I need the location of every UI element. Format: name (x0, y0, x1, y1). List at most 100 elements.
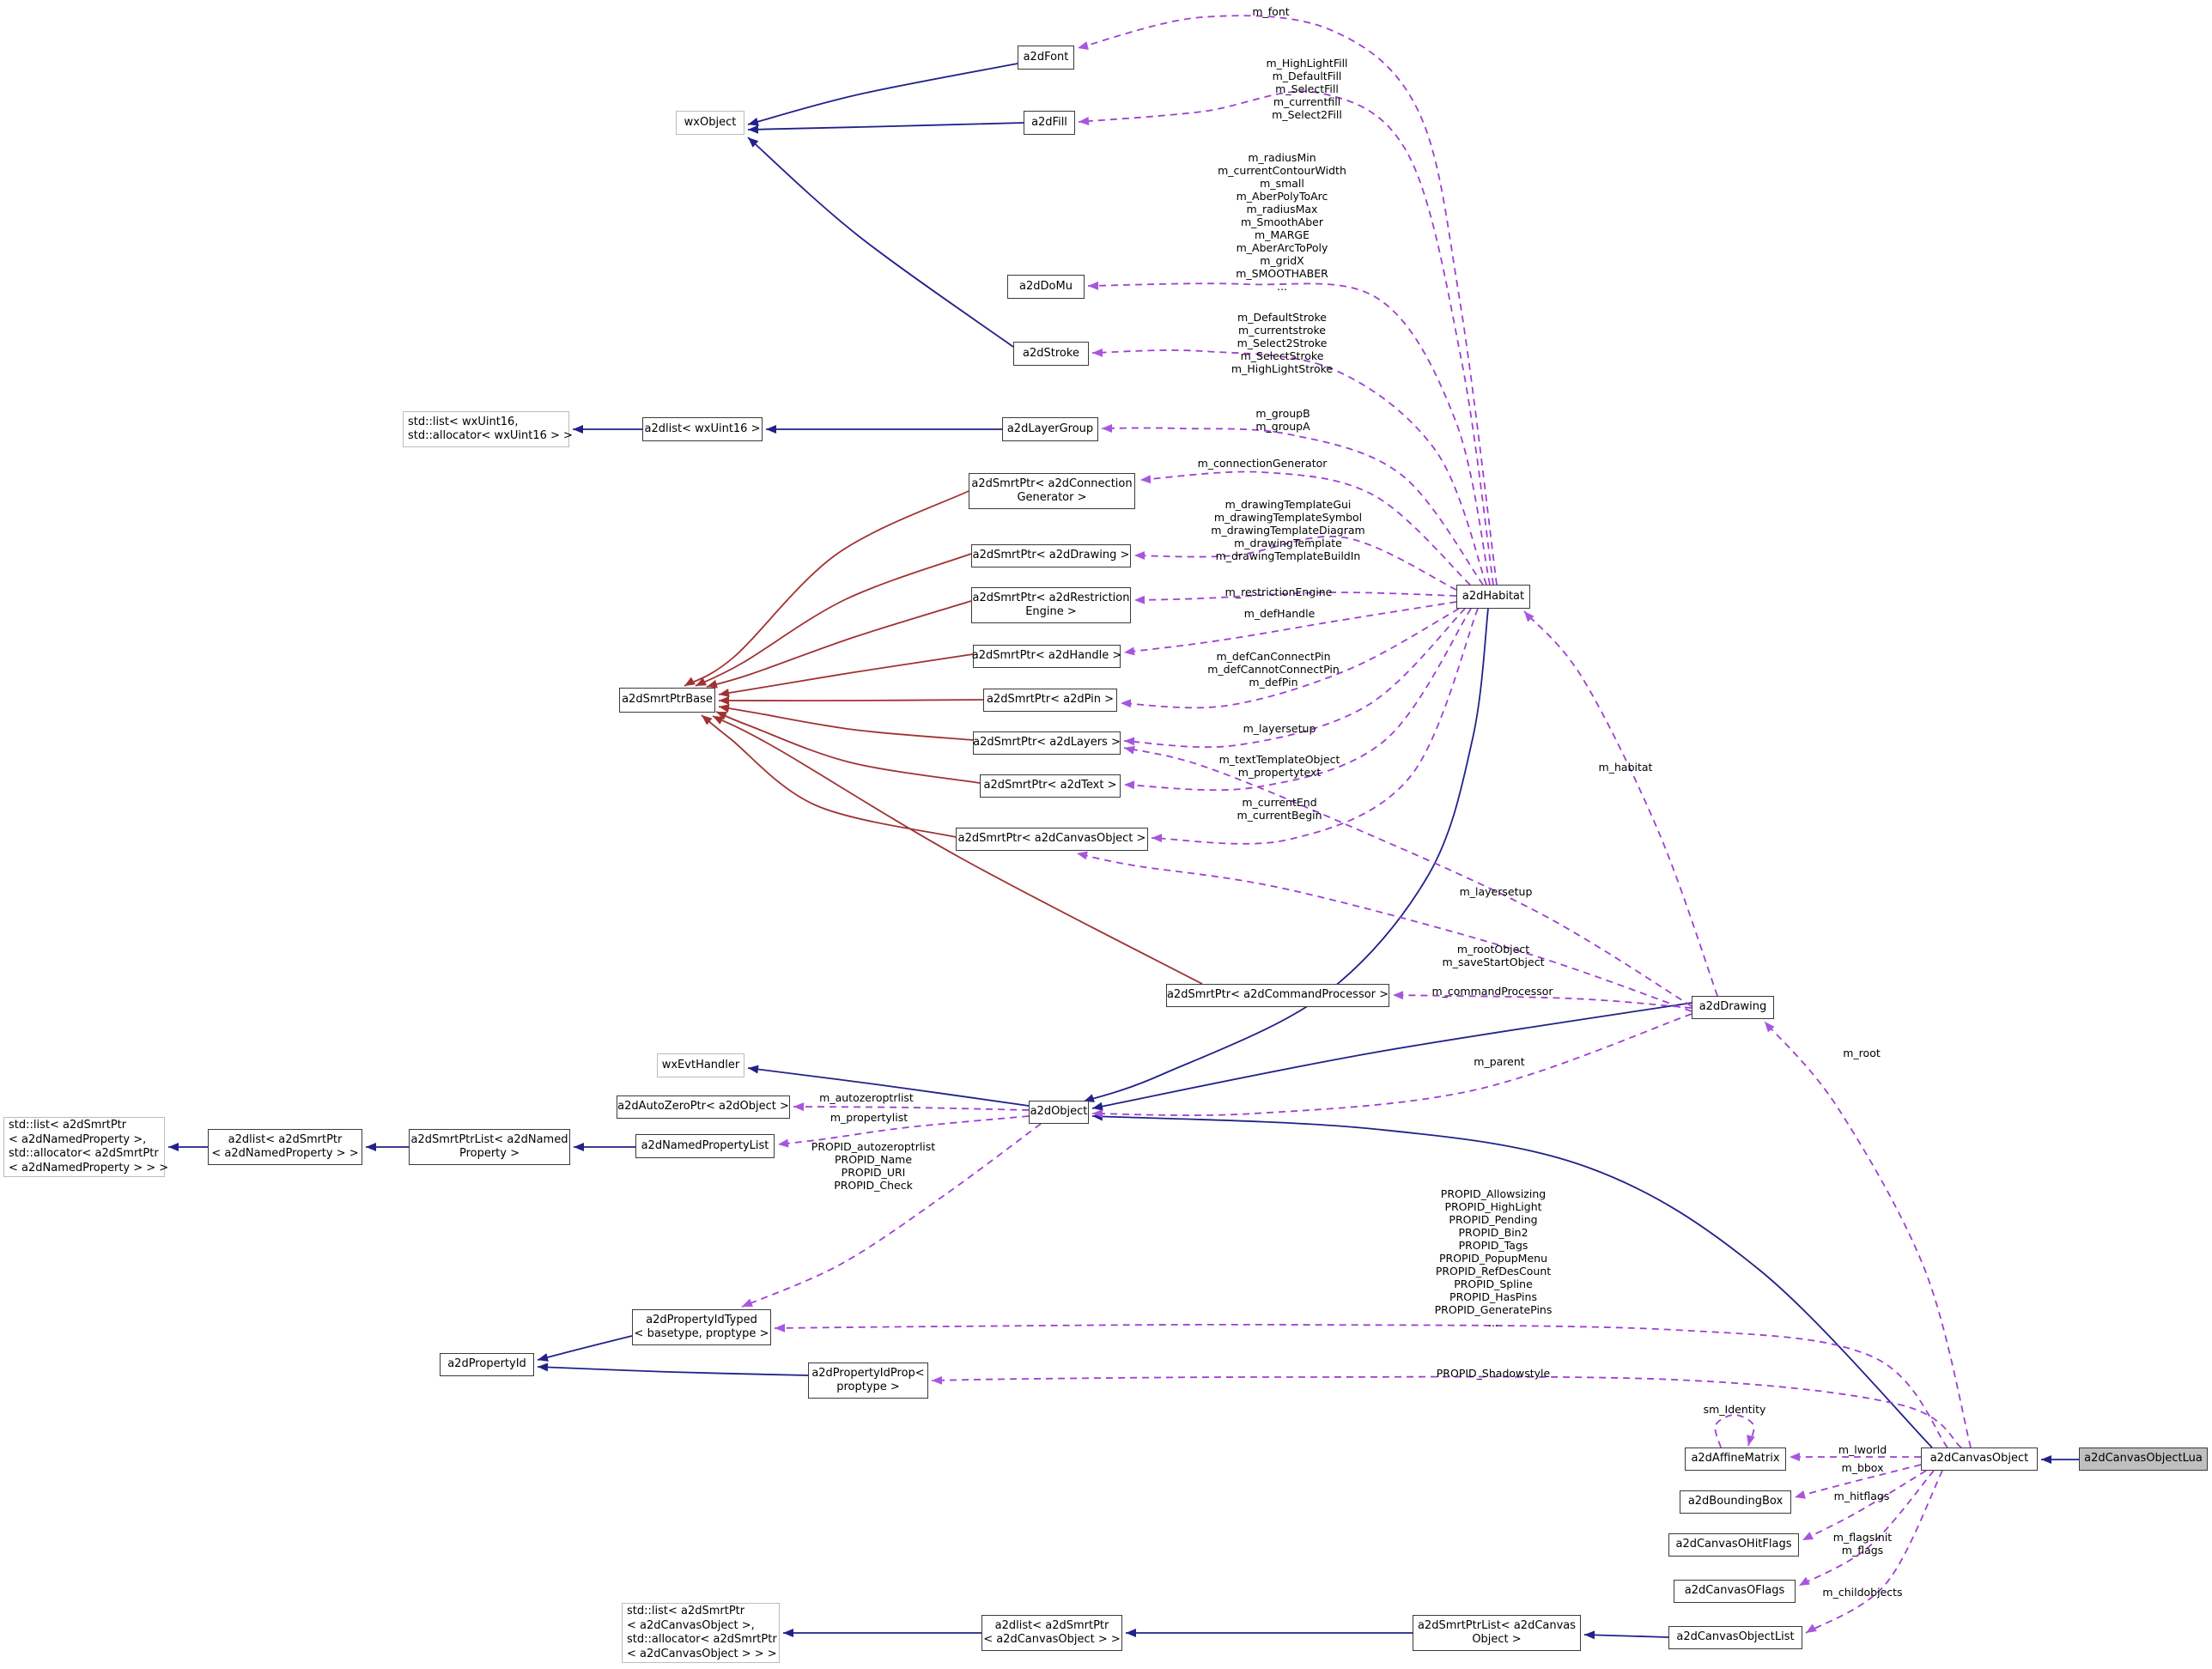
class-node-label: a2dSmrtPtr< a2dConnection (971, 476, 1133, 490)
class-node-label: a2dSmrtPtr< a2dCommandProcessor > (1166, 988, 1389, 1002)
class-node-a2dhabitat[interactable]: a2dHabitat (1456, 585, 1530, 609)
class-node-a2dstroke[interactable]: a2dStroke (1013, 342, 1089, 366)
edge-label-line: PROPID_HighLight (1444, 1200, 1542, 1213)
edge-label-line: PROPID_PopupMenu (1438, 1252, 1547, 1265)
edge-label-line: m_AberArcToPoly (1236, 241, 1328, 254)
class-node-a2dobject[interactable]: a2dObject (1029, 1101, 1089, 1124)
class-node-canvasobjectlist[interactable]: a2dCanvasObjectList (1668, 1626, 1802, 1649)
edge-a2dhabitat-to-a2ddomu (1087, 281, 1491, 586)
class-node-boundingbox[interactable]: a2dBoundingBox (1680, 1490, 1791, 1514)
class-node-smrtptr-text[interactable]: a2dSmrtPtr< a2dText > (980, 774, 1121, 798)
edge-label-line: m_flagsInit (1832, 1531, 1893, 1544)
edge-label-line: ... (1488, 1316, 1498, 1329)
class-node-a2dlist-canvasobj[interactable]: a2dlist< a2dSmrtPtr< a2dCanvasObject > > (981, 1615, 1122, 1651)
edge-a2dfill-to-wxobject (747, 122, 1024, 134)
edge-label-16: m_commandProcessor (1431, 985, 1553, 998)
class-node-label: a2dNamedPropertyList (641, 1138, 769, 1152)
class-node-label: a2dCanvasOHitFlags (1675, 1538, 1792, 1551)
class-node-canvasoflags[interactable]: a2dCanvasOFlags (1674, 1580, 1796, 1603)
edge-label-line: m_habitat (1598, 761, 1653, 774)
edge-label-line: m_Select2Stroke (1237, 337, 1328, 349)
class-node-smrtptr-drawing[interactable]: a2dSmrtPtr< a2dDrawing > (971, 544, 1131, 567)
class-node-label: std::list< a2dSmrtPtr (9, 1119, 127, 1132)
edge-a2ddrawing-to-a2dobject (1091, 1013, 1692, 1119)
class-node-a2ddomu[interactable]: a2dDoMu (1007, 275, 1085, 299)
class-node-a2dfont[interactable]: a2dFont (1018, 46, 1074, 70)
class-node-label: a2dDoMu (1019, 279, 1073, 293)
class-node-a2dfill[interactable]: a2dFill (1024, 111, 1075, 135)
class-node-label: < a2dCanvasObject >, (627, 1618, 755, 1632)
class-node-label: a2dSmrtPtr< a2dPin > (986, 693, 1115, 707)
class-node-namedpropertylist[interactable]: a2dNamedPropertyList (635, 1134, 775, 1158)
edge-smrtptr-layers-to-smrtptrbase (718, 704, 974, 741)
edge-label-line: ... (1277, 280, 1287, 293)
edge-canvasobject-to-canvasoflags (1798, 1470, 1935, 1587)
edge-label-line: PROPID_Bin2 (1458, 1226, 1528, 1239)
class-node-stdlist-canvasobj[interactable]: std::list< a2dSmrtPtr< a2dCanvasObject >… (622, 1603, 780, 1663)
class-node-propertyid[interactable]: a2dPropertyId (440, 1353, 534, 1376)
edge-label-line: m_DefaultFill (1272, 70, 1342, 82)
class-node-smrtptrbase[interactable]: a2dSmrtPtrBase (619, 688, 715, 713)
class-node-canvasobject[interactable]: a2dCanvasObject (1921, 1447, 2038, 1471)
class-node-smrtptr-cmdproc[interactable]: a2dSmrtPtr< a2dCommandProcessor > (1166, 984, 1389, 1007)
class-node-canvasohitflags[interactable]: a2dCanvasOHitFlags (1668, 1533, 1799, 1557)
edge-a2dobject-to-propidtyped (741, 1123, 1042, 1308)
edge-label-line: m_commandProcessor (1431, 985, 1553, 998)
edge-smrtptr-restriction-to-smrtptrbase (706, 600, 972, 689)
class-node-wxevthandler[interactable]: wxEvtHandler (657, 1053, 744, 1077)
class-node-stdlist-namedprop[interactable]: std::list< a2dSmrtPtr< a2dNamedProperty … (3, 1117, 168, 1177)
edge-label-25: m_lworld (1838, 1443, 1887, 1456)
edge-label-line: m_SelectFill (1275, 82, 1339, 95)
class-node-canvasobjectlua: a2dCanvasObjectLua (2079, 1447, 2208, 1471)
edge-label-line: m_SelectStroke (1240, 349, 1324, 362)
edge-label-line: m_saveStartObject (1442, 956, 1545, 968)
edge-a2ddrawing-to-a2dobject (1091, 1002, 1692, 1111)
class-node-label: a2dSmrtPtr< a2dHandle > (971, 649, 1122, 663)
class-node-label: a2dSmrtPtrList< a2dNamed (410, 1132, 568, 1146)
class-node-a2dlayergroup[interactable]: a2dLayerGroup (1002, 417, 1098, 441)
edge-label-line: PROPID_Tags (1458, 1239, 1528, 1252)
edge-label-line: m_groupA (1255, 420, 1310, 433)
class-node-label: a2dSmrtPtrList< a2dCanvas (1417, 1618, 1577, 1632)
edge-label-line: sm_Identity (1703, 1403, 1766, 1416)
class-node-label: < a2dCanvasObject > > (983, 1633, 1121, 1646)
edge-canvasobjectlist-to-smrtptrlist-canvasobj (1583, 1630, 1669, 1640)
class-node-smrtptr-pin[interactable]: a2dSmrtPtr< a2dPin > (983, 689, 1117, 712)
edge-propidtyped-to-propertyid (537, 1335, 633, 1362)
edge-label-line: m_parent (1474, 1055, 1525, 1068)
class-node-label: wxObject (684, 115, 737, 129)
class-node-label: a2dCanvasObjectList (1676, 1630, 1795, 1644)
class-node-a2dlist-namedprop[interactable]: a2dlist< a2dSmrtPtr< a2dNamedProperty > … (208, 1129, 362, 1165)
class-node-stdlist-wxuint16[interactable]: std::list< wxUint16, std::allocator< wxU… (403, 411, 573, 447)
class-node-label: Engine > (1025, 605, 1077, 618)
edge-propidprop-to-propertyid (537, 1363, 809, 1376)
class-node-propidtyped[interactable]: a2dPropertyIdTyped< basetype, proptype > (632, 1309, 771, 1345)
edge-label-line: m_radiusMax (1246, 203, 1318, 215)
class-node-a2dlist-wxuint16[interactable]: a2dlist< wxUint16 > (642, 417, 763, 441)
edge-label-line: m_lworld (1838, 1443, 1887, 1456)
class-node-a2ddrawing[interactable]: a2dDrawing (1692, 996, 1774, 1019)
class-node-label: a2dPropertyId (447, 1357, 526, 1371)
edge-label-24: sm_Identity (1704, 1403, 1766, 1416)
class-node-smrtptr-layers[interactable]: a2dSmrtPtr< a2dLayers > (973, 731, 1121, 755)
class-node-smrtptr-handle[interactable]: a2dSmrtPtr< a2dHandle > (971, 645, 1122, 668)
class-node-smrtptr-canvasobject[interactable]: a2dSmrtPtr< a2dCanvasObject > (956, 828, 1148, 851)
edge-label-line: m_small (1260, 177, 1304, 190)
class-node-wxobject[interactable]: wxObject (676, 111, 744, 135)
class-node-autozeroptr[interactable]: a2dAutoZeroPtr< a2dObject > (617, 1095, 790, 1119)
class-node-label: wxEvtHandler (661, 1058, 740, 1071)
class-node-propidprop[interactable]: a2dPropertyIdProp<proptype > (808, 1363, 928, 1399)
class-node-affinematrix[interactable]: a2dAffineMatrix (1685, 1447, 1786, 1471)
edge-label-line: m_HighLightStroke (1231, 362, 1334, 375)
edge-a2dhabitat-to-smrtptr-handle (1123, 601, 1457, 656)
